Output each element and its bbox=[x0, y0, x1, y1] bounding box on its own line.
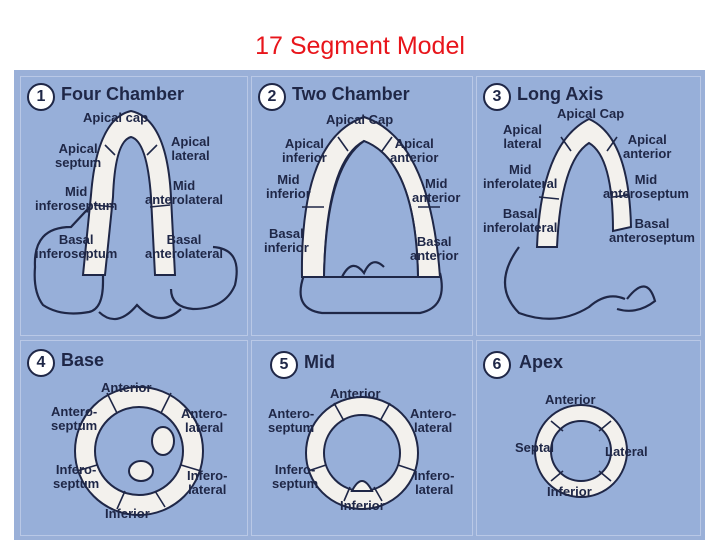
label-inferior: Inferior bbox=[340, 498, 385, 513]
label-inferoseptum: Infero- septum bbox=[272, 462, 319, 491]
label-apical-cap: Apical Cap bbox=[557, 106, 625, 121]
panel-title: Long Axis bbox=[517, 84, 604, 104]
label-apical-inferior: Apical inferior bbox=[282, 136, 327, 165]
label-mid-inferolateral: Mid inferolateral bbox=[483, 162, 558, 191]
panel-title: Base bbox=[61, 350, 105, 370]
label-inferolateral: Infero- lateral bbox=[187, 468, 228, 497]
label-apical-septum: Apical septum bbox=[55, 141, 102, 170]
label-anterior: Anterior bbox=[545, 392, 596, 407]
label-anteroseptum: Antero- septum bbox=[51, 404, 98, 433]
label-inferolateral: Infero- lateral bbox=[414, 468, 455, 497]
panel-title: Apex bbox=[519, 352, 564, 372]
label-anterior: Anterior bbox=[101, 380, 152, 395]
panel-number-badge: 4 bbox=[27, 349, 55, 377]
label-inferior: Inferior bbox=[547, 484, 592, 499]
panel-number-badge: 3 bbox=[483, 83, 511, 111]
panel-four-chamber: 1 Four Chamber Apical cap Apical septum … bbox=[20, 76, 248, 336]
page-title: 17 Segment Model bbox=[255, 32, 465, 60]
panel-title: Two Chamber bbox=[292, 84, 410, 104]
label-inferoseptum: Infero- septum bbox=[53, 462, 100, 491]
two-chamber-heart-illustration bbox=[299, 115, 443, 315]
label-apical-anterior: Apical anterior bbox=[390, 136, 439, 165]
label-basal-inferoseptum: Basal inferoseptum bbox=[35, 232, 118, 261]
label-apical-cap: Apical cap bbox=[83, 110, 149, 125]
label-anterolateral: Antero- lateral bbox=[181, 406, 228, 435]
label-apical-anterior: Apical anterior bbox=[623, 132, 672, 161]
panel-base: 4 Base Anterior Antero- septum Antero- l… bbox=[20, 340, 248, 536]
panel-title: Four Chamber bbox=[61, 84, 185, 104]
panel-long-axis: 3 Long Axis Apical Cap Apical lateral Ap… bbox=[476, 76, 701, 336]
panel-apex: 6 Apex Anterior Septal Lateral Inferior bbox=[476, 340, 701, 536]
label-inferior: Inferior bbox=[105, 506, 150, 521]
label-septal: Septal bbox=[515, 440, 555, 455]
panel-two-chamber: 2 Two Chamber Apical Cap Apical inferior… bbox=[251, 76, 473, 336]
panel-mid: 5 Mid Anterior Antero- septum Antero- la… bbox=[251, 340, 473, 536]
label-basal-inferolateral: Basal inferolateral bbox=[483, 206, 558, 235]
label-apical-lateral: Apical lateral bbox=[503, 122, 543, 151]
four-chamber-heart-illustration bbox=[33, 109, 238, 321]
label-anteroseptum: Antero- septum bbox=[268, 406, 315, 435]
label-basal-inferior: Basal inferior bbox=[264, 226, 309, 255]
label-apical-cap: Apical Cap bbox=[326, 112, 394, 127]
label-mid-anteroseptum: Mid anteroseptum bbox=[603, 172, 689, 201]
label-apical-lateral: Apical lateral bbox=[171, 134, 211, 163]
mid-ring-illustration bbox=[305, 396, 419, 510]
label-mid-anterior: Mid anterior bbox=[412, 176, 461, 205]
panel-number-badge: 5 bbox=[270, 351, 298, 379]
panel-number-badge: 6 bbox=[483, 351, 511, 379]
label-mid-inferior: Mid inferior bbox=[266, 172, 311, 201]
panel-title: Mid bbox=[304, 352, 335, 372]
base-ring-illustration bbox=[74, 386, 204, 516]
label-basal-anterior: Basal anterior bbox=[410, 234, 459, 263]
label-basal-anterolateral: Basal anterolateral bbox=[145, 232, 224, 261]
label-mid-anterolateral: Mid anterolateral bbox=[145, 178, 224, 207]
diagram-board: 1 Four Chamber Apical cap Apical septum … bbox=[14, 70, 705, 540]
label-mid-inferoseptum: Mid inferoseptum bbox=[35, 184, 118, 213]
label-basal-anteroseptum: Basal anteroseptum bbox=[609, 216, 695, 245]
label-anterolateral: Antero- lateral bbox=[410, 406, 457, 435]
long-axis-heart-illustration bbox=[504, 117, 657, 320]
label-lateral: Lateral bbox=[605, 444, 648, 459]
panel-number-badge: 1 bbox=[27, 83, 55, 111]
label-anterior: Anterior bbox=[330, 386, 381, 401]
apex-ring-illustration bbox=[534, 404, 628, 498]
panel-number-badge: 2 bbox=[258, 83, 286, 111]
